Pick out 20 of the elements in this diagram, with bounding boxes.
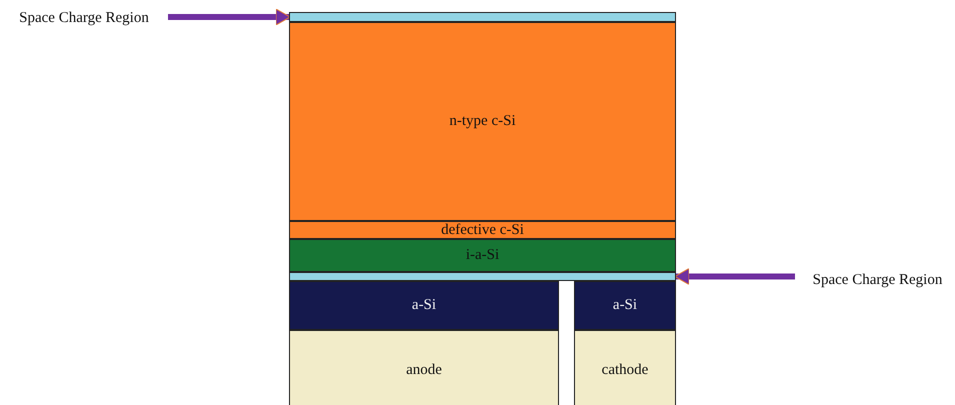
intrinsic-layer <box>289 239 676 272</box>
layer-label: a-Si <box>412 297 436 314</box>
region-label: Space Charge Region <box>812 272 942 288</box>
n-type-layer <box>289 22 676 221</box>
region-label: Space Charge Region <box>19 10 149 26</box>
layer-label: anode <box>406 362 442 378</box>
layer-label: n-type c-Si <box>449 113 516 130</box>
layer-label: i-a-Si <box>466 247 500 264</box>
cathode-layer <box>574 330 676 405</box>
space-charge-band <box>289 272 676 281</box>
layer-label: cathode <box>602 362 648 378</box>
amorphous-layer <box>289 281 559 330</box>
amorphous-layer <box>574 281 676 330</box>
arrow <box>674 268 795 285</box>
arrow <box>168 8 290 26</box>
space-charge-band <box>289 12 676 22</box>
layer-label: a-Si <box>612 297 638 314</box>
anode-layer <box>289 330 559 405</box>
layer-label: defective c-Si <box>441 222 524 238</box>
defective-layer <box>289 221 676 239</box>
